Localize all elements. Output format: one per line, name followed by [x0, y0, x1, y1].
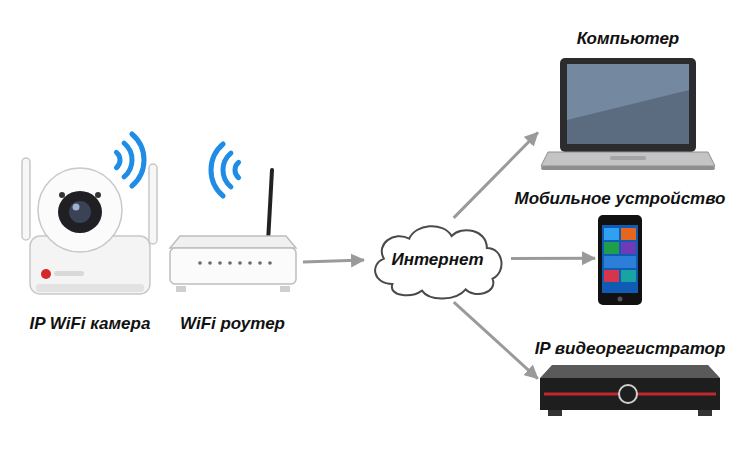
device-label: Компьютер [577, 29, 679, 49]
device-label: WiFi роутер [180, 314, 285, 334]
computer-node: Компьютер [540, 55, 716, 171]
device-label: IP видеорегистратор [535, 339, 726, 359]
laptop-illustration [541, 58, 715, 170]
router-illustration [170, 170, 296, 292]
router-node: WiFi роутер [165, 165, 300, 300]
arrow-connector [454, 302, 538, 379]
device-label: IP WiFi камера [30, 314, 151, 334]
dvr-illustration [540, 365, 720, 416]
arrow-connector [303, 260, 364, 262]
phone-illustration [598, 215, 642, 305]
cloud-label: Интернет [391, 250, 483, 270]
wifi-waves [116, 134, 238, 196]
device-label: Мобильное устройство [515, 189, 726, 209]
dvr-node: IP видеорегистратор [540, 365, 720, 417]
arrow-connector [511, 257, 595, 260]
camera-node: IP WiFi камера [15, 150, 165, 300]
internet-cloud: Интернет [367, 220, 508, 300]
mobile-node: Мобильное устройство [598, 215, 642, 305]
